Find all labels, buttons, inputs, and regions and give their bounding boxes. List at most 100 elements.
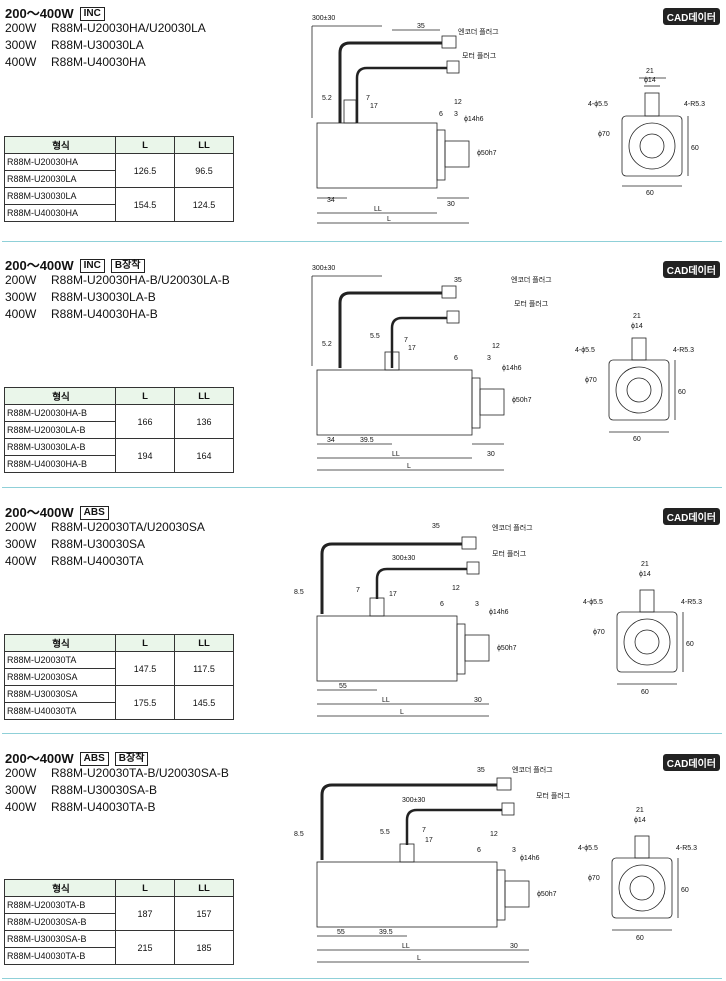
dim-8-5: 8.5: [294, 831, 304, 838]
shaft-dim: ϕ14h6: [502, 365, 522, 372]
dim-5-2: 5.2: [322, 341, 332, 348]
cad-data-button[interactable]: CAD데이터: [662, 508, 720, 525]
dim-7: 7: [366, 95, 370, 102]
tag-badge: INC: [79, 7, 105, 21]
tag-badge: ABS: [79, 752, 109, 766]
dim-3: 3: [487, 355, 491, 362]
dim-3: 3: [454, 111, 458, 118]
dim-6: 6: [439, 111, 443, 118]
dim-70: ϕ70: [598, 131, 610, 138]
title-text: 200～400W: [5, 6, 74, 21]
dim-60-side: 60: [691, 145, 699, 152]
dim-6: 6: [440, 601, 444, 608]
l-cell: 187: [115, 896, 175, 931]
dim-12: 12: [490, 831, 498, 838]
dim-60-bottom: 60: [633, 436, 641, 443]
dim-55: 55: [339, 683, 347, 690]
shaft-dim: ϕ14h6: [520, 855, 540, 862]
model-label: R88M-U20030TA-B/U20030SA-B: [51, 766, 229, 780]
cad-data-button[interactable]: CAD데이터: [662, 754, 720, 771]
model-label: R88M-U20030TA/U20030SA: [51, 520, 205, 534]
dim-35: 35: [477, 767, 485, 774]
dim-60-side: 60: [686, 641, 694, 648]
header-ll: LL: [174, 387, 234, 405]
model-cell: R88M-U40030TA: [4, 702, 116, 720]
header-model: 형식: [4, 879, 116, 897]
header-l: L: [115, 387, 175, 405]
watt-label: 400W: [5, 55, 37, 69]
dim-l: L: [387, 216, 391, 223]
model-label: R88M-U20030HA/U20030LA: [51, 21, 206, 35]
model-row: 200W R88M-U20030TA-B/U20030SA-B: [5, 765, 229, 782]
ll-cell: 145.5: [174, 685, 234, 720]
title-text: 200～400W: [5, 258, 74, 273]
watt-label: 400W: [5, 307, 37, 321]
dim-14: ϕ14: [644, 77, 656, 84]
header-l: L: [115, 136, 175, 154]
model-label: R88M-U40030HA-B: [51, 307, 158, 321]
model-cell: R88M-U40030HA: [4, 204, 116, 222]
cad-data-button[interactable]: CAD데이터: [662, 8, 720, 25]
model-cell: R88M-U20030SA: [4, 668, 116, 686]
model-label: R88M-U30030LA-B: [51, 290, 156, 304]
dim-5-2: 5.2: [322, 95, 332, 102]
l-cell: 154.5: [115, 187, 175, 222]
motor-drawing: 35 엔코더 플러그 모터 플러그 300±30 8.5 5.5 7 17 12…: [294, 765, 697, 963]
table-row: R88M-U40030HA-B: [4, 455, 234, 473]
cad-data-button[interactable]: CAD데이터: [662, 261, 720, 278]
motor-plug-label: 모터 플러그: [492, 549, 527, 558]
dim-5-5: 5.5: [370, 333, 380, 340]
dim-70: ϕ70: [588, 875, 600, 882]
hole-dim: 4-ϕ5.5: [575, 347, 595, 354]
header-model: 형식: [4, 136, 116, 154]
dim-300: 300±30: [312, 265, 335, 272]
pilot-dim: ϕ50h7: [477, 150, 497, 157]
dim-60-bottom: 60: [641, 689, 649, 696]
ll-cell: 124.5: [174, 187, 234, 222]
ll-cell: 117.5: [174, 651, 234, 686]
tag-badge: INC: [79, 259, 105, 273]
dim-l: L: [417, 955, 421, 962]
radius-dim: 4-R5.3: [676, 845, 697, 852]
dim-7: 7: [404, 337, 408, 344]
model-label: R88M-U20030HA-B/U20030LA-B: [51, 273, 230, 287]
dim-14: ϕ14: [639, 571, 651, 578]
header-l: L: [115, 634, 175, 652]
dim-60-bottom: 60: [646, 190, 654, 197]
watt-label: 200W: [5, 273, 37, 287]
ll-cell: 96.5: [174, 153, 234, 188]
watt-label: 300W: [5, 290, 37, 304]
dim-3: 3: [475, 601, 479, 608]
motor-drawing: 300±30 35 엔코더 플러그 모터 플러그 5.2 5.5 7 17 12…: [311, 265, 694, 471]
dim-35: 35: [432, 523, 440, 530]
dim-7: 7: [422, 827, 426, 834]
model-cell: R88M-U30030SA-B: [4, 930, 116, 948]
watt-label: 200W: [5, 766, 37, 780]
dim-12: 12: [452, 585, 460, 592]
model-label: R88M-U40030TA: [51, 554, 144, 568]
model-label: R88M-U30030SA-B: [51, 783, 158, 797]
dim-17: 17: [370, 103, 378, 110]
watt-label: 200W: [5, 21, 37, 35]
ll-cell: 164: [174, 438, 234, 473]
divider: [2, 733, 722, 734]
dim-35: 35: [417, 23, 425, 30]
model-cell: R88M-U20030HA: [4, 153, 116, 171]
dim-39-5: 39.5: [379, 929, 393, 936]
section-title: 200～400W INC: [5, 3, 105, 22]
hole-dim: 4-ϕ5.5: [588, 101, 608, 108]
motor-drawing: 300±30 35 엔코더 플러그 모터 플러그 5.2 7 17 12 6 3…: [311, 15, 705, 224]
model-cell: R88M-U20030TA-B: [4, 896, 116, 914]
